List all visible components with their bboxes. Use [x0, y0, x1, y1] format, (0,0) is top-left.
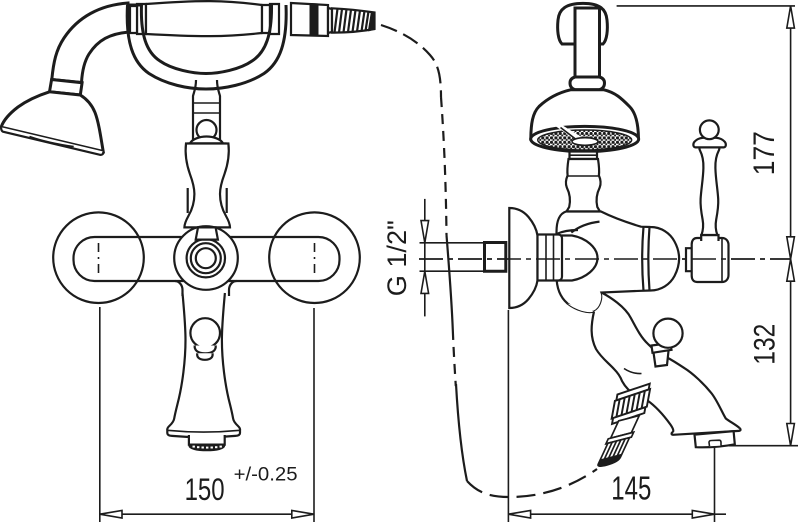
svg-text:150: 150	[185, 471, 225, 507]
svg-text:132: 132	[749, 324, 782, 365]
svg-text:145: 145	[611, 470, 651, 507]
svg-text:+/-0.25: +/-0.25	[234, 463, 298, 485]
svg-text:177: 177	[748, 131, 781, 175]
svg-text:G 1/2": G 1/2"	[382, 220, 412, 296]
